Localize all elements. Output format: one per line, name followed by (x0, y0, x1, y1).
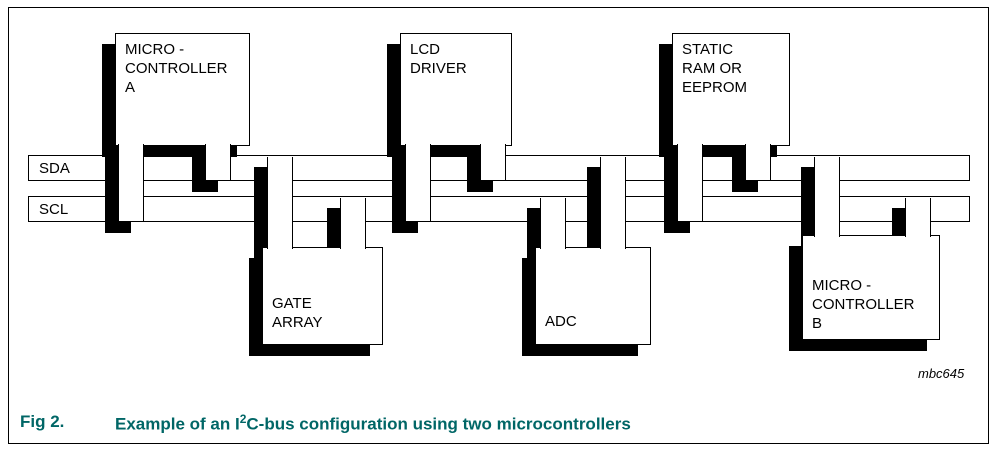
device-box-gate-array: GATE ARRAY (262, 247, 383, 345)
figure-caption-text: Example of an I2C-bus configuration usin… (115, 412, 631, 434)
device-label-line: CONTROLLER (812, 296, 915, 313)
device-label-line: EEPROM (682, 79, 748, 96)
device-box-adc: ADC (535, 247, 651, 345)
device-box-static-ram-eeprom: STATIC RAM OR EEPROM (672, 33, 790, 146)
device-label-line: LCD (410, 41, 441, 58)
device-label-line: RAM OR (682, 60, 742, 77)
connector-mcu-b-scl (905, 197, 931, 237)
device-label-line: CONTROLLER (125, 60, 228, 77)
device-label-line: MICRO - (812, 277, 872, 294)
scl-bus-label: SCL (39, 200, 69, 218)
caption-superscript: 2 (239, 412, 247, 426)
device-box-micro-controller-b: MICRO - CONTROLLER B (802, 235, 940, 340)
figure-caption: Fig 2. Example of an I2C-bus configurati… (20, 412, 631, 434)
connector-adc-scl (540, 197, 566, 249)
connector-mcu-a-scl (118, 144, 144, 221)
connector-ram-sda (745, 144, 771, 180)
sda-bus-label: SDA (39, 159, 70, 177)
device-label-line: ADC (545, 313, 577, 330)
connector-mcu-b-sda (814, 156, 840, 237)
connector-adc-sda (600, 156, 626, 249)
watermark-mbc645: mbc645 (918, 366, 965, 381)
connector-ram-scl (677, 144, 703, 221)
connector-lcd-sda (480, 144, 506, 180)
device-label-line: MICRO - (125, 41, 185, 58)
device-box-micro-controller-a: MICRO - CONTROLLER A (115, 33, 250, 146)
device-label-line: GATE (272, 295, 312, 312)
device-label-line: B (812, 315, 823, 332)
connector-gate-scl (340, 197, 366, 249)
device-label-line: ARRAY (272, 314, 323, 331)
connector-gate-sda (267, 156, 293, 249)
connector-lcd-scl (405, 144, 431, 221)
device-label-line: DRIVER (410, 60, 467, 77)
figure-caption-number: Fig 2. (20, 412, 65, 431)
device-box-lcd-driver: LCD DRIVER (400, 33, 512, 146)
device-label-line: A (125, 79, 136, 96)
device-label-line: STATIC (682, 41, 734, 58)
connector-mcu-a-sda (205, 144, 231, 180)
